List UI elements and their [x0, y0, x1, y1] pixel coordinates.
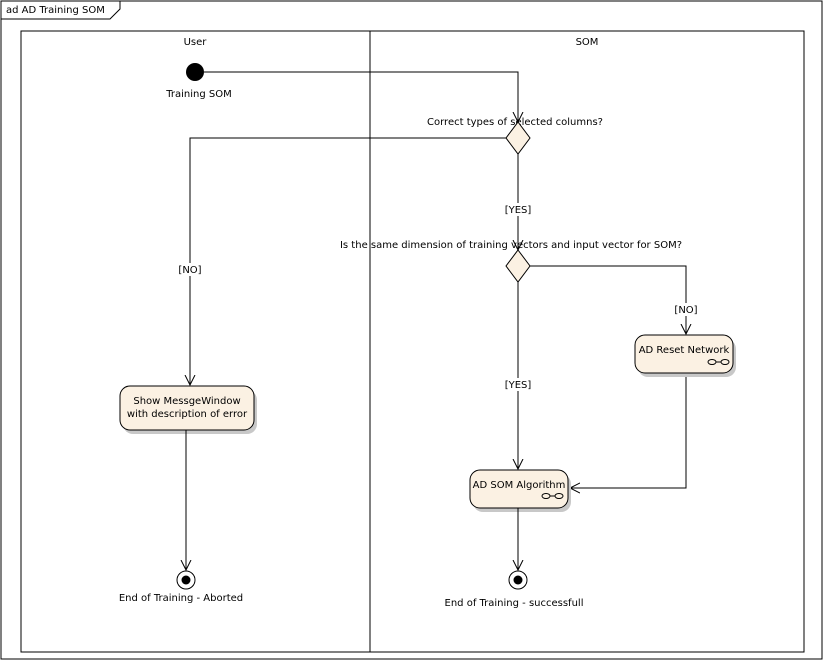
swimlane-user-label: User — [184, 37, 208, 48]
action-show-message-window — [119, 385, 255, 431]
final-node-aborted-label: End of Training - Aborted — [119, 593, 243, 604]
decision-dimension-label: Is the same dimension of training vector… — [340, 240, 682, 251]
guard-types-yes-bg — [503, 203, 533, 216]
decision-types-label: Correct types of selected columns? — [427, 117, 603, 128]
flow-types-no — [190, 137, 506, 385]
action-error-label-line1: Show MessgeWindow — [133, 396, 240, 407]
action-reset-label: AD Reset Network — [639, 345, 730, 356]
guard-dimension-no-bg — [674, 303, 698, 316]
guard-dimension-no: [NO] — [674, 305, 697, 316]
frame-title-tab — [1, 1, 121, 20]
guard-types-no: [NO] — [178, 265, 201, 276]
initial-node — [186, 63, 204, 81]
decision-dimension — [505, 249, 531, 283]
frame-title: ad AD Training SOM — [6, 5, 105, 16]
reset-subactivity-icon — [707, 359, 730, 365]
action-error-label-line2: with description of error — [127, 409, 248, 420]
guard-types-no-bg — [179, 263, 203, 276]
action-algorithm-label: AD SOM Algorithm — [473, 480, 566, 491]
guard-dimension-yes-bg — [503, 378, 533, 391]
final-node-aborted — [176, 570, 196, 590]
flow-start-to-types — [204, 71, 518, 122]
flow-dimension-no — [530, 265, 686, 334]
swimlane-container — [20, 30, 805, 653]
guard-types-yes: [YES] — [505, 205, 532, 216]
algorithm-subactivity-icon — [541, 493, 564, 499]
final-node-success — [508, 570, 528, 590]
flow-reset-to-algorithm — [570, 375, 687, 488]
guard-dimension-yes: [YES] — [505, 380, 532, 391]
swimlane-som-label: SOM — [576, 37, 599, 48]
final-node-success-label: End of Training - successfull — [445, 598, 584, 609]
initial-node-label: Training SOM — [165, 89, 231, 100]
